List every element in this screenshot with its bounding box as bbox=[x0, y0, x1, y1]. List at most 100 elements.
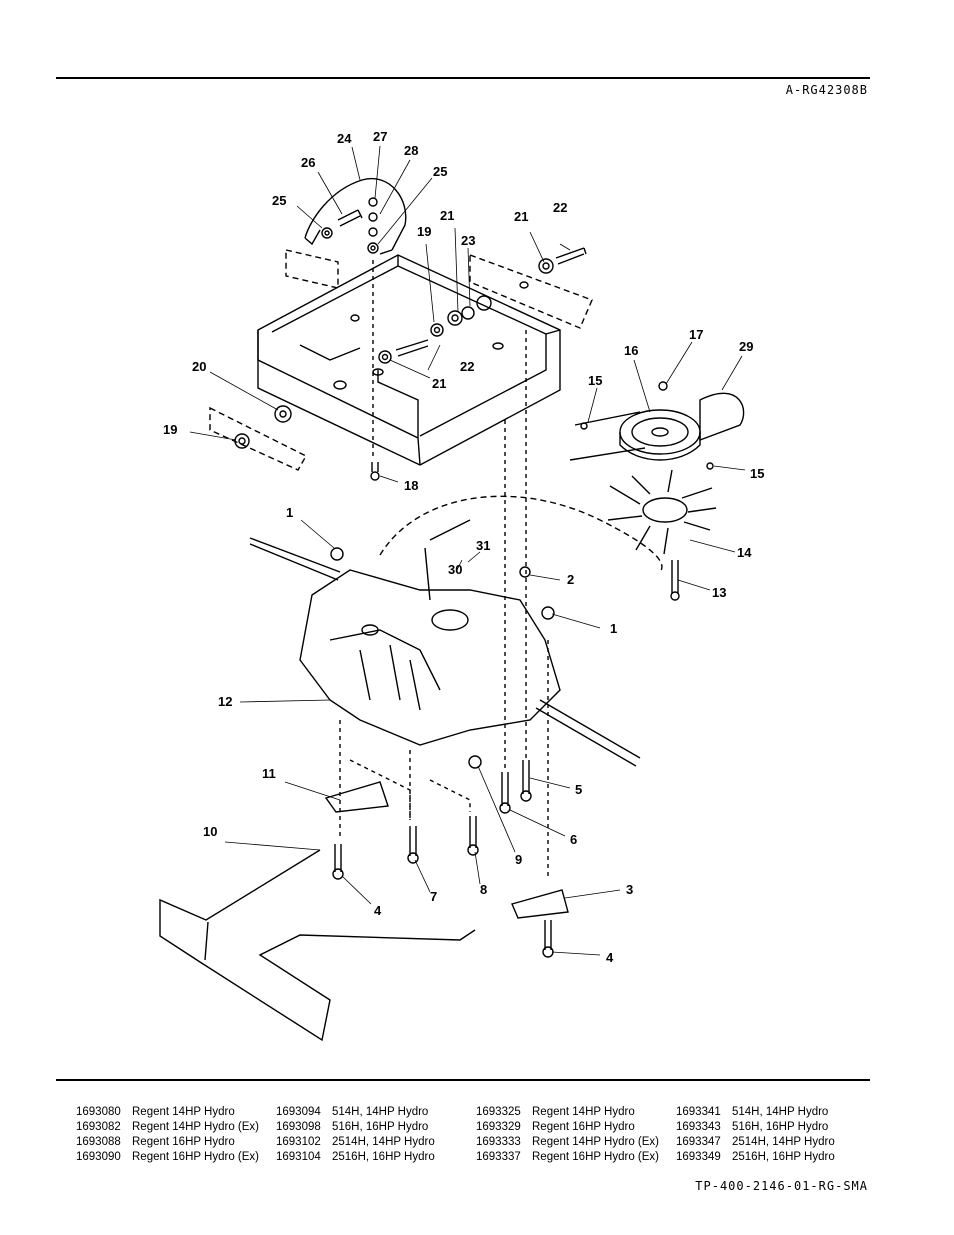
model-row: 1693333 Regent 14HP Hydro (Ex) bbox=[476, 1135, 659, 1150]
callout-20: 20 bbox=[192, 359, 206, 374]
callout-4b: 4 bbox=[606, 950, 614, 965]
model-number: 1693080 bbox=[76, 1106, 121, 1118]
doc-code: TP-400-2146-01-RG-SMA bbox=[695, 1179, 868, 1193]
model-row: 1693102 2514H, 14HP Hydro bbox=[276, 1135, 435, 1150]
model-name: Regent 16HP Hydro (Ex) bbox=[132, 1151, 259, 1163]
bypass-handle bbox=[159, 849, 476, 1042]
model-row: 1693080 Regent 14HP Hydro bbox=[76, 1105, 259, 1120]
callout-15a: 15 bbox=[588, 373, 602, 388]
callout-15b: 15 bbox=[750, 466, 764, 481]
model-row: 1693349 2516H, 16HP Hydro bbox=[676, 1150, 835, 1165]
model-name: 514H, 14HP Hydro bbox=[332, 1106, 429, 1118]
model-name: Regent 14HP Hydro (Ex) bbox=[132, 1121, 259, 1133]
model-number: 1693098 bbox=[276, 1121, 321, 1133]
belt-route bbox=[379, 495, 663, 573]
callout-9: 9 bbox=[515, 852, 522, 867]
callout-22a: 22 bbox=[553, 200, 567, 215]
callout-14: 14 bbox=[737, 545, 752, 560]
callout-2: 2 bbox=[567, 572, 574, 587]
hardware-top bbox=[234, 197, 587, 481]
model-name: Regent 16HP Hydro bbox=[132, 1136, 235, 1148]
belt-guide bbox=[304, 177, 407, 255]
model-number: 1693082 bbox=[76, 1121, 121, 1133]
model-row: 1693104 2516H, 16HP Hydro bbox=[276, 1150, 435, 1165]
callout-21c: 21 bbox=[432, 376, 446, 391]
callout-24: 24 bbox=[337, 131, 352, 146]
model-row: 1693094 514H, 14HP Hydro bbox=[276, 1105, 435, 1120]
callout-18: 18 bbox=[404, 478, 418, 493]
callout-12: 12 bbox=[218, 694, 232, 709]
model-name: Regent 14HP Hydro bbox=[132, 1106, 235, 1118]
callout-13: 13 bbox=[712, 585, 726, 600]
bottom-rule bbox=[56, 1079, 870, 1081]
model-row: 1693341 514H, 14HP Hydro bbox=[676, 1105, 835, 1120]
model-number: 1693104 bbox=[276, 1151, 321, 1163]
callout-26: 26 bbox=[301, 155, 315, 170]
callout-1a: 1 bbox=[286, 505, 293, 520]
model-name: 2516H, 16HP Hydro bbox=[332, 1151, 435, 1163]
callout-29: 29 bbox=[739, 339, 753, 354]
model-number: 1693337 bbox=[476, 1151, 521, 1163]
callout-4a: 4 bbox=[374, 903, 382, 918]
callout-25a: 25 bbox=[272, 193, 286, 208]
mounting-bracket bbox=[257, 254, 561, 466]
model-name: 2514H, 14HP Hydro bbox=[332, 1136, 435, 1148]
callout-17: 17 bbox=[689, 327, 703, 342]
callout-6: 6 bbox=[570, 832, 577, 847]
model-number: 1693090 bbox=[76, 1151, 121, 1163]
model-name: Regent 14HP Hydro (Ex) bbox=[532, 1136, 659, 1148]
model-number: 1693094 bbox=[276, 1106, 321, 1118]
pulley-assembly bbox=[569, 381, 745, 470]
callout-25b: 25 bbox=[433, 164, 447, 179]
model-name: Regent 16HP Hydro bbox=[532, 1121, 635, 1133]
callout-5: 5 bbox=[575, 782, 582, 797]
model-number: 1693349 bbox=[676, 1151, 721, 1163]
callout-11: 11 bbox=[262, 766, 276, 781]
callout-21a: 21 bbox=[440, 208, 454, 223]
model-number: 1693347 bbox=[676, 1136, 721, 1148]
callout-19b: 19 bbox=[163, 422, 177, 437]
model-name: 514H, 14HP Hydro bbox=[732, 1106, 829, 1118]
callout-23: 23 bbox=[461, 233, 475, 248]
callout-31: 31 bbox=[476, 538, 490, 553]
model-name: 2516H, 16HP Hydro bbox=[732, 1151, 835, 1163]
model-number: 1693341 bbox=[676, 1106, 721, 1118]
top-rule bbox=[56, 77, 870, 79]
fan-blade bbox=[607, 469, 717, 601]
model-name: Regent 14HP Hydro bbox=[532, 1106, 635, 1118]
model-number: 1693329 bbox=[476, 1121, 521, 1133]
model-number: 1693325 bbox=[476, 1106, 521, 1118]
callout-7: 7 bbox=[430, 889, 437, 904]
callout-19a: 19 bbox=[417, 224, 431, 239]
alignment-lines bbox=[339, 260, 549, 880]
model-row: 1693088 Regent 16HP Hydro bbox=[76, 1135, 259, 1150]
callout-3: 3 bbox=[626, 882, 633, 897]
model-row: 1693090 Regent 16HP Hydro (Ex) bbox=[76, 1150, 259, 1165]
model-name: Regent 16HP Hydro (Ex) bbox=[532, 1151, 659, 1163]
callout-8: 8 bbox=[480, 882, 487, 897]
callout-28: 28 bbox=[404, 143, 418, 158]
model-number: 1693102 bbox=[276, 1136, 321, 1148]
callout-10: 10 bbox=[203, 824, 217, 839]
transaxle bbox=[249, 519, 641, 767]
model-number: 1693088 bbox=[76, 1136, 121, 1148]
model-number: 1693333 bbox=[476, 1136, 521, 1148]
model-row: 1693329 Regent 16HP Hydro bbox=[476, 1120, 659, 1135]
frame-section-left bbox=[209, 249, 593, 471]
callout-labels: 1 1 2 3 4 4 5 6 7 8 9 10 11 12 13 14 15 … bbox=[163, 129, 764, 965]
callout-22b: 22 bbox=[460, 359, 474, 374]
drawing-code: A-RG42308B bbox=[785, 83, 868, 97]
callout-16: 16 bbox=[624, 343, 638, 358]
